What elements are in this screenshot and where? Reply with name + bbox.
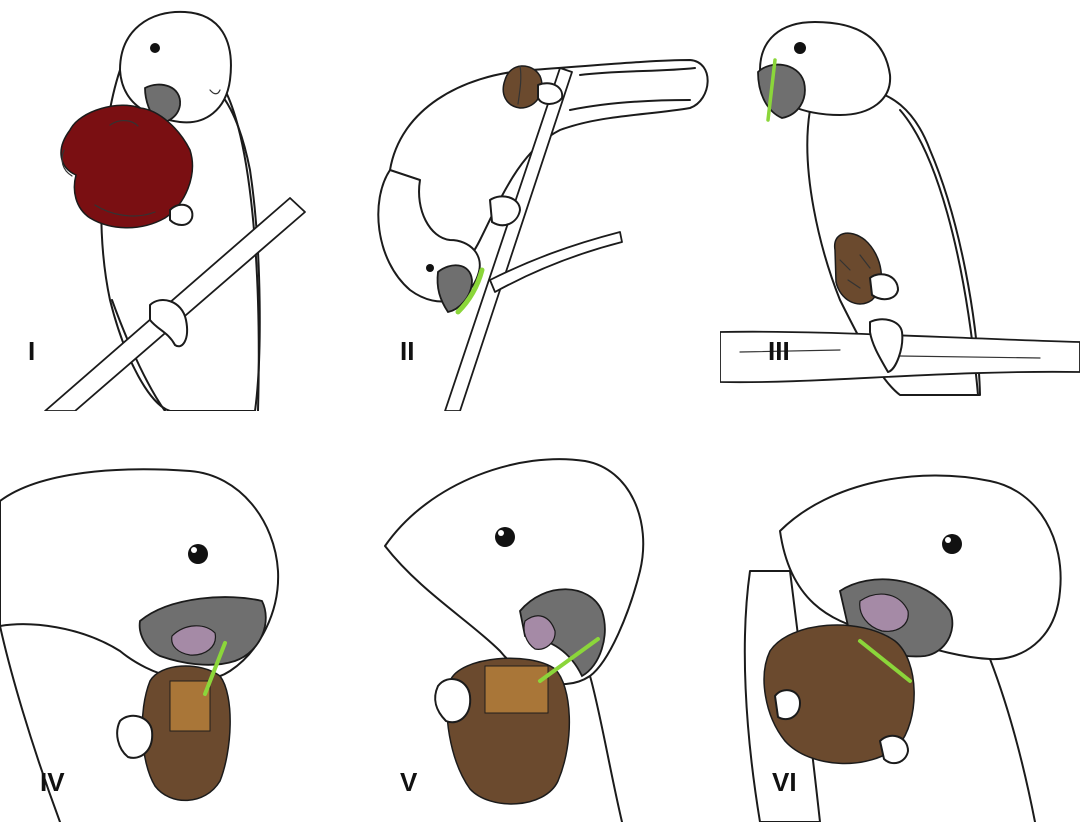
beak <box>519 588 606 678</box>
parrot-eye <box>495 527 515 547</box>
panel-label-6: VI <box>772 767 797 797</box>
parrot-eye <box>794 42 806 54</box>
inner-box <box>169 680 211 732</box>
panel-4: IV <box>0 468 280 822</box>
green-sprout <box>455 267 485 315</box>
panel-2: II <box>377 59 709 411</box>
seed-pod <box>502 65 543 109</box>
panel-3: III <box>720 21 1080 396</box>
panel-label-2: II <box>400 336 414 366</box>
parrot-eye <box>942 534 962 554</box>
panel-label-3: III <box>768 336 790 366</box>
red-fruit <box>60 104 194 229</box>
parrot-head <box>384 458 645 686</box>
panel-label-5: V <box>400 767 418 797</box>
panel-1: I <box>28 10 306 411</box>
tongue <box>523 615 556 650</box>
tongue <box>171 625 217 656</box>
panel-6: VI <box>743 474 1062 822</box>
tongue <box>859 593 909 632</box>
parrot-eye <box>150 43 160 53</box>
branch <box>444 67 573 411</box>
green-sprout <box>203 641 227 696</box>
green-sprout <box>538 637 600 683</box>
parrot-eye <box>426 264 434 272</box>
parrot-body <box>806 89 981 396</box>
branch <box>720 330 1080 384</box>
parrot-eye <box>188 544 208 564</box>
panel-label-1: I <box>28 336 35 366</box>
beak <box>757 63 806 119</box>
panel-label-4: IV <box>40 767 65 797</box>
green-sprout <box>858 639 912 683</box>
parrot-body <box>389 59 709 268</box>
inner-box <box>484 665 549 714</box>
panel-5: V <box>384 458 645 822</box>
green-sprout <box>766 58 777 122</box>
